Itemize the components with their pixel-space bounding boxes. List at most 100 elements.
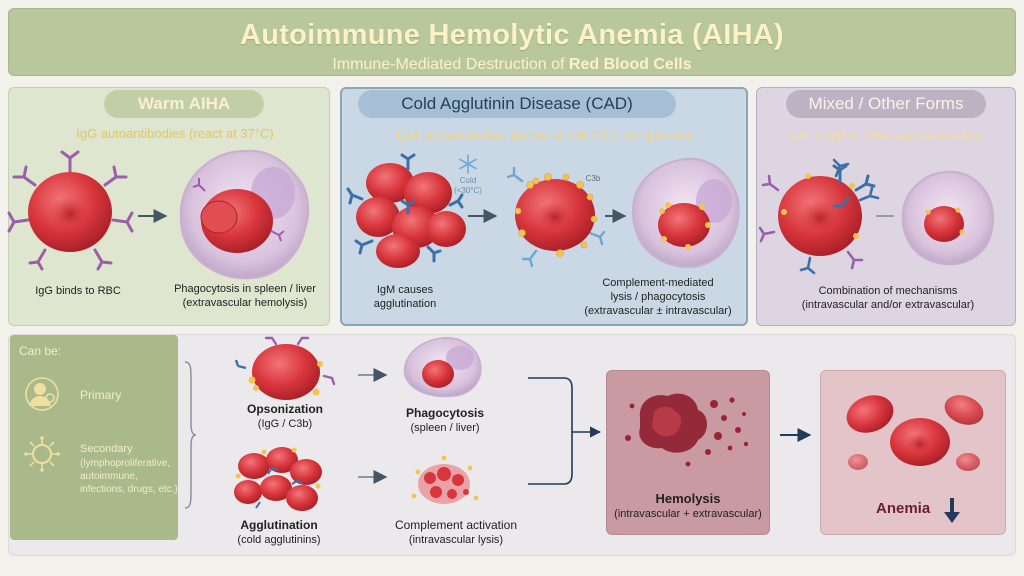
etiology-title: Can be:	[19, 344, 62, 358]
complement-detail: (intravascular lysis)	[408, 534, 504, 546]
mixed-antibody-rbc	[758, 158, 880, 275]
cold-step2-line1: Complement-mediated	[602, 277, 714, 289]
c3b-label: C3b	[585, 174, 601, 183]
sparse-rbc-illustration	[846, 395, 984, 471]
snowflake-icon	[459, 154, 477, 174]
connector-line	[876, 215, 894, 217]
rbc-cell	[238, 453, 270, 479]
arrow-down-icon	[944, 498, 960, 523]
cad-title: Cold Agglutinin Disease (CAD)	[358, 90, 676, 118]
merge-bracket-arrow	[528, 377, 602, 485]
rbc-cell	[426, 211, 466, 247]
warm-aiha-title: Warm AIHA	[104, 90, 264, 118]
rbc-cell	[924, 206, 964, 242]
rbc-cell	[290, 459, 322, 485]
warm-step2-caption: Phagocytosis in spleen / liver (extravas…	[160, 282, 330, 310]
cold-step1-line1: IgM causes	[376, 284, 434, 296]
header-banner: Autoimmune Hemolytic Anemia (AIHA) Immun…	[8, 8, 1016, 76]
mixed-title: Mixed / Other Forms	[786, 90, 986, 118]
rbc-cell	[266, 447, 298, 473]
hemolysis-caption: Hemolysis (intravascular + extravascular…	[606, 492, 770, 521]
phagocytosis-illustration	[403, 337, 482, 398]
agglutination-detail: (cold agglutinins)	[237, 534, 321, 546]
igg-antibody	[7, 150, 134, 271]
etiology-box	[10, 335, 178, 540]
primary-label: Primary	[80, 388, 122, 402]
opsonization-label: Opsonization	[247, 402, 323, 416]
doctor-icon	[25, 377, 59, 411]
rbc-cell	[956, 453, 980, 471]
rbc-cell	[848, 454, 868, 470]
rbc-cell	[234, 480, 262, 504]
phagocytosis-label: Phagocytosis	[405, 406, 485, 420]
warm-step2-line2: (extravascular hemolysis)	[182, 297, 308, 309]
rbc-cell	[658, 203, 710, 247]
subtitle-prefix: Immune-Mediated Destruction of	[332, 56, 569, 73]
secondary-detail-line3: infections, drugs, etc.)	[80, 484, 178, 495]
complement-label: Complement activation	[394, 518, 518, 532]
arrow-right-icon	[605, 209, 627, 223]
macrophage-engulfing-rbc	[179, 149, 310, 280]
phagocytosis-caption: Phagocytosis (spleen / liver)	[390, 406, 500, 435]
rbc-cell	[366, 163, 414, 203]
hemolysis-illustration	[625, 393, 749, 467]
warm-step2-line1: Phagocytosis in spleen / liver	[174, 283, 316, 295]
rbc-cell	[846, 395, 894, 433]
arrow-right-icon	[358, 368, 388, 382]
hemolysis-label: Hemolysis	[655, 491, 721, 506]
macrophage-engulfing-rbc	[901, 170, 994, 266]
opsonized-rbc	[234, 336, 336, 400]
cold-step2-caption: Complement-mediated lysis / phagocytosis…	[568, 276, 748, 318]
macrophage-engulfing-rbc	[632, 157, 740, 269]
rbc-cell	[376, 234, 420, 268]
cold-step1-caption: IgM causes agglutination	[350, 283, 460, 311]
agglutination-label: Agglutination	[240, 518, 318, 532]
opsonization-detail: (IgG / C3b)	[257, 418, 313, 430]
complement-coated-rbc	[506, 166, 606, 268]
cold-label-line2: (<30°C)	[454, 186, 482, 195]
secondary-detail: (lymphoproliferative, autoimmune, infect…	[80, 457, 180, 496]
anemia-label: Anemia	[876, 500, 931, 517]
hemolysis-detail: (intravascular + extravascular)	[614, 508, 762, 520]
rbc-cell	[422, 360, 454, 388]
arrow-right-icon	[468, 209, 498, 223]
igm-antibody	[346, 153, 464, 263]
igg-coated-rbc-illustration	[7, 150, 134, 271]
subtitle-bold: Red Blood Cells	[568, 56, 692, 73]
rbc-cell	[260, 475, 292, 501]
mixed-caption: Combination of mechanisms (intravascular…	[766, 284, 1010, 312]
arrow-right-icon	[780, 428, 812, 442]
warm-subtitle: IgG autoantibodies (react at 37°C)	[76, 126, 274, 141]
cold-step2-line2: lysis / phagocytosis	[610, 291, 706, 303]
mixed-subtitle: IgG + IgM or other autoantibodies	[787, 128, 983, 143]
page-subtitle: Immune-Mediated Destruction of Red Blood…	[9, 56, 1015, 74]
virus-icon	[24, 436, 60, 472]
cold-step2-line3: (extravascular ± intravascular)	[584, 305, 732, 317]
secondary-detail-line1: (lymphoproliferative,	[80, 458, 171, 469]
warm-step1-caption: IgG binds to RBC	[35, 285, 121, 297]
secondary-detail-line2: autoimmune,	[80, 471, 138, 482]
igm-agglutinated-rbc-cluster	[346, 153, 466, 268]
arrow-right-icon	[358, 470, 388, 484]
rbc-cell	[404, 172, 452, 214]
agglutination-caption: Agglutination (cold agglutinins)	[222, 518, 336, 547]
mixed-caption-line2: (intravascular and/or extravascular)	[801, 299, 975, 311]
complement-lysis-illustration	[411, 455, 479, 504]
mixed-antibody-cluster	[832, 164, 876, 208]
cold-label-line1: Cold	[459, 176, 477, 185]
opsonization-caption: Opsonization (IgG / C3b)	[226, 402, 344, 431]
rbc-cell	[286, 485, 318, 511]
secondary-label: Secondary	[80, 443, 133, 455]
complement-c3b	[514, 173, 598, 257]
rbc-cell	[252, 344, 320, 400]
arrow-right-icon	[138, 209, 168, 223]
cold-step1-line2: agglutination	[373, 298, 437, 310]
rbc-cell	[356, 197, 400, 237]
agglutinated-rbc-cluster	[234, 447, 322, 511]
complement-caption: Complement activation (intravascular lys…	[386, 518, 526, 547]
rbc-cell	[944, 395, 984, 425]
phagocytosis-detail: (spleen / liver)	[410, 422, 480, 434]
cold-temperature-label: Cold (<30°C)	[444, 176, 492, 196]
page-title: Autoimmune Hemolytic Anemia (AIHA)	[239, 19, 785, 51]
cold-subtitle: IgM autoantibodies (active at <30°C) + c…	[396, 128, 694, 143]
